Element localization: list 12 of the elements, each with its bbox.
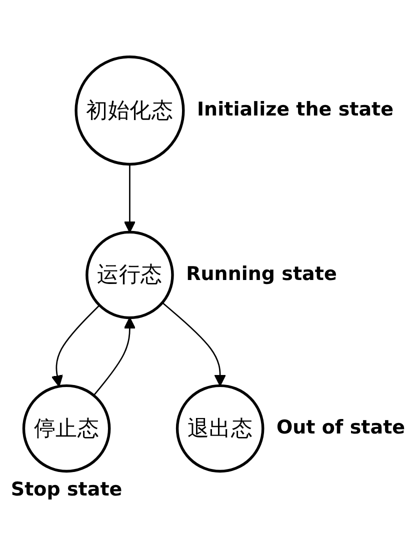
state-caption: Running state	[186, 263, 337, 286]
node-circle: 初始化态	[74, 56, 185, 166]
node-circle: 退出态	[176, 384, 264, 473]
arrow	[162, 302, 226, 386]
node-circle: 停止态	[22, 384, 111, 473]
state-caption: Initialize the state	[196, 98, 394, 121]
node-circle: 运行态	[86, 230, 174, 320]
arrow	[93, 317, 136, 396]
arrow	[51, 304, 100, 387]
state-caption: Out of state	[276, 416, 406, 439]
arrow	[124, 164, 136, 233]
state-caption: Stop state	[10, 478, 122, 501]
